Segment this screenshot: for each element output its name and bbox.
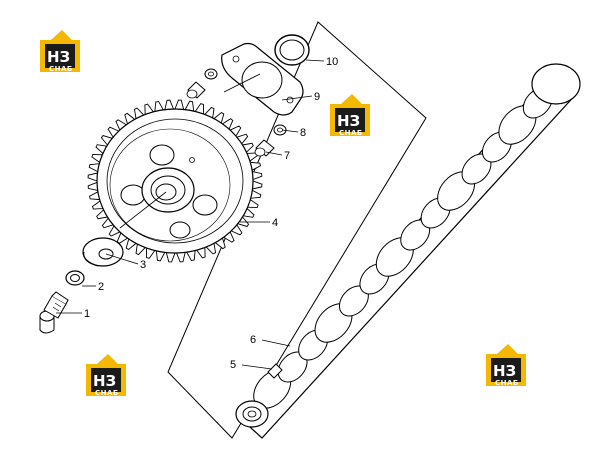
part-5-key — [267, 363, 283, 379]
svg-text:СНАБ: СНАБ — [95, 389, 119, 397]
watermark-logo-center: НЗ СНАБ — [330, 94, 370, 137]
part-9-flange-plate — [221, 42, 304, 116]
gear-hole-left — [120, 184, 146, 206]
flange-bolt-left — [186, 68, 218, 99]
part-10-oil-seal — [274, 34, 310, 66]
part-8-washer — [273, 124, 287, 136]
gear-teeth — [87, 99, 263, 263]
callout-3: 3 — [140, 259, 146, 271]
svg-text:НЗ: НЗ — [337, 112, 360, 130]
gear-tooth — [174, 99, 185, 110]
camshaft-group-frame — [167, 21, 427, 439]
leader-lines — [56, 59, 325, 370]
part-3-thrust-washer — [82, 237, 124, 267]
watermark-logo-bottom-left: НЗ СНАБ — [86, 354, 126, 397]
callout-10: 10 — [326, 56, 338, 68]
gear-tooth — [251, 171, 263, 181]
part-1-bolt — [39, 291, 69, 334]
svg-text:НЗ: НЗ — [93, 372, 116, 390]
gear-hole-right — [192, 194, 218, 216]
callout-1: 1 — [84, 308, 90, 320]
part-7-bolt — [254, 139, 275, 157]
gear-tooth — [87, 172, 98, 182]
svg-text:НЗ: НЗ — [47, 48, 70, 66]
svg-text:НЗ: НЗ — [493, 362, 516, 380]
gear-hole-top — [149, 144, 175, 166]
callout-4: 4 — [272, 217, 278, 229]
callout-6: 6 — [250, 334, 256, 346]
svg-text:СНАБ: СНАБ — [339, 129, 363, 137]
callout-2: 2 — [98, 281, 104, 293]
gear-hole-bottom — [169, 221, 191, 239]
gear-tooth — [164, 99, 175, 111]
svg-text:СНАБ: СНАБ — [495, 379, 519, 387]
callout-5: 5 — [230, 359, 236, 371]
gear-tooth — [252, 180, 263, 190]
part-2-lock-washer — [65, 270, 85, 286]
camshaft-gear — [87, 99, 263, 263]
gear-tooth — [87, 181, 99, 191]
watermark-logo-bottom-right: НЗ СНАБ — [486, 344, 526, 387]
gear-tooth — [175, 251, 186, 263]
callout-9: 9 — [314, 91, 320, 103]
gear-tooth — [165, 252, 176, 263]
callout-8: 8 — [300, 127, 306, 139]
camshaft — [235, 63, 581, 439]
svg-text:СНАБ: СНАБ — [49, 65, 73, 73]
watermark-logo-top-left: НЗ СНАБ — [40, 30, 80, 73]
callout-7: 7 — [284, 150, 290, 162]
